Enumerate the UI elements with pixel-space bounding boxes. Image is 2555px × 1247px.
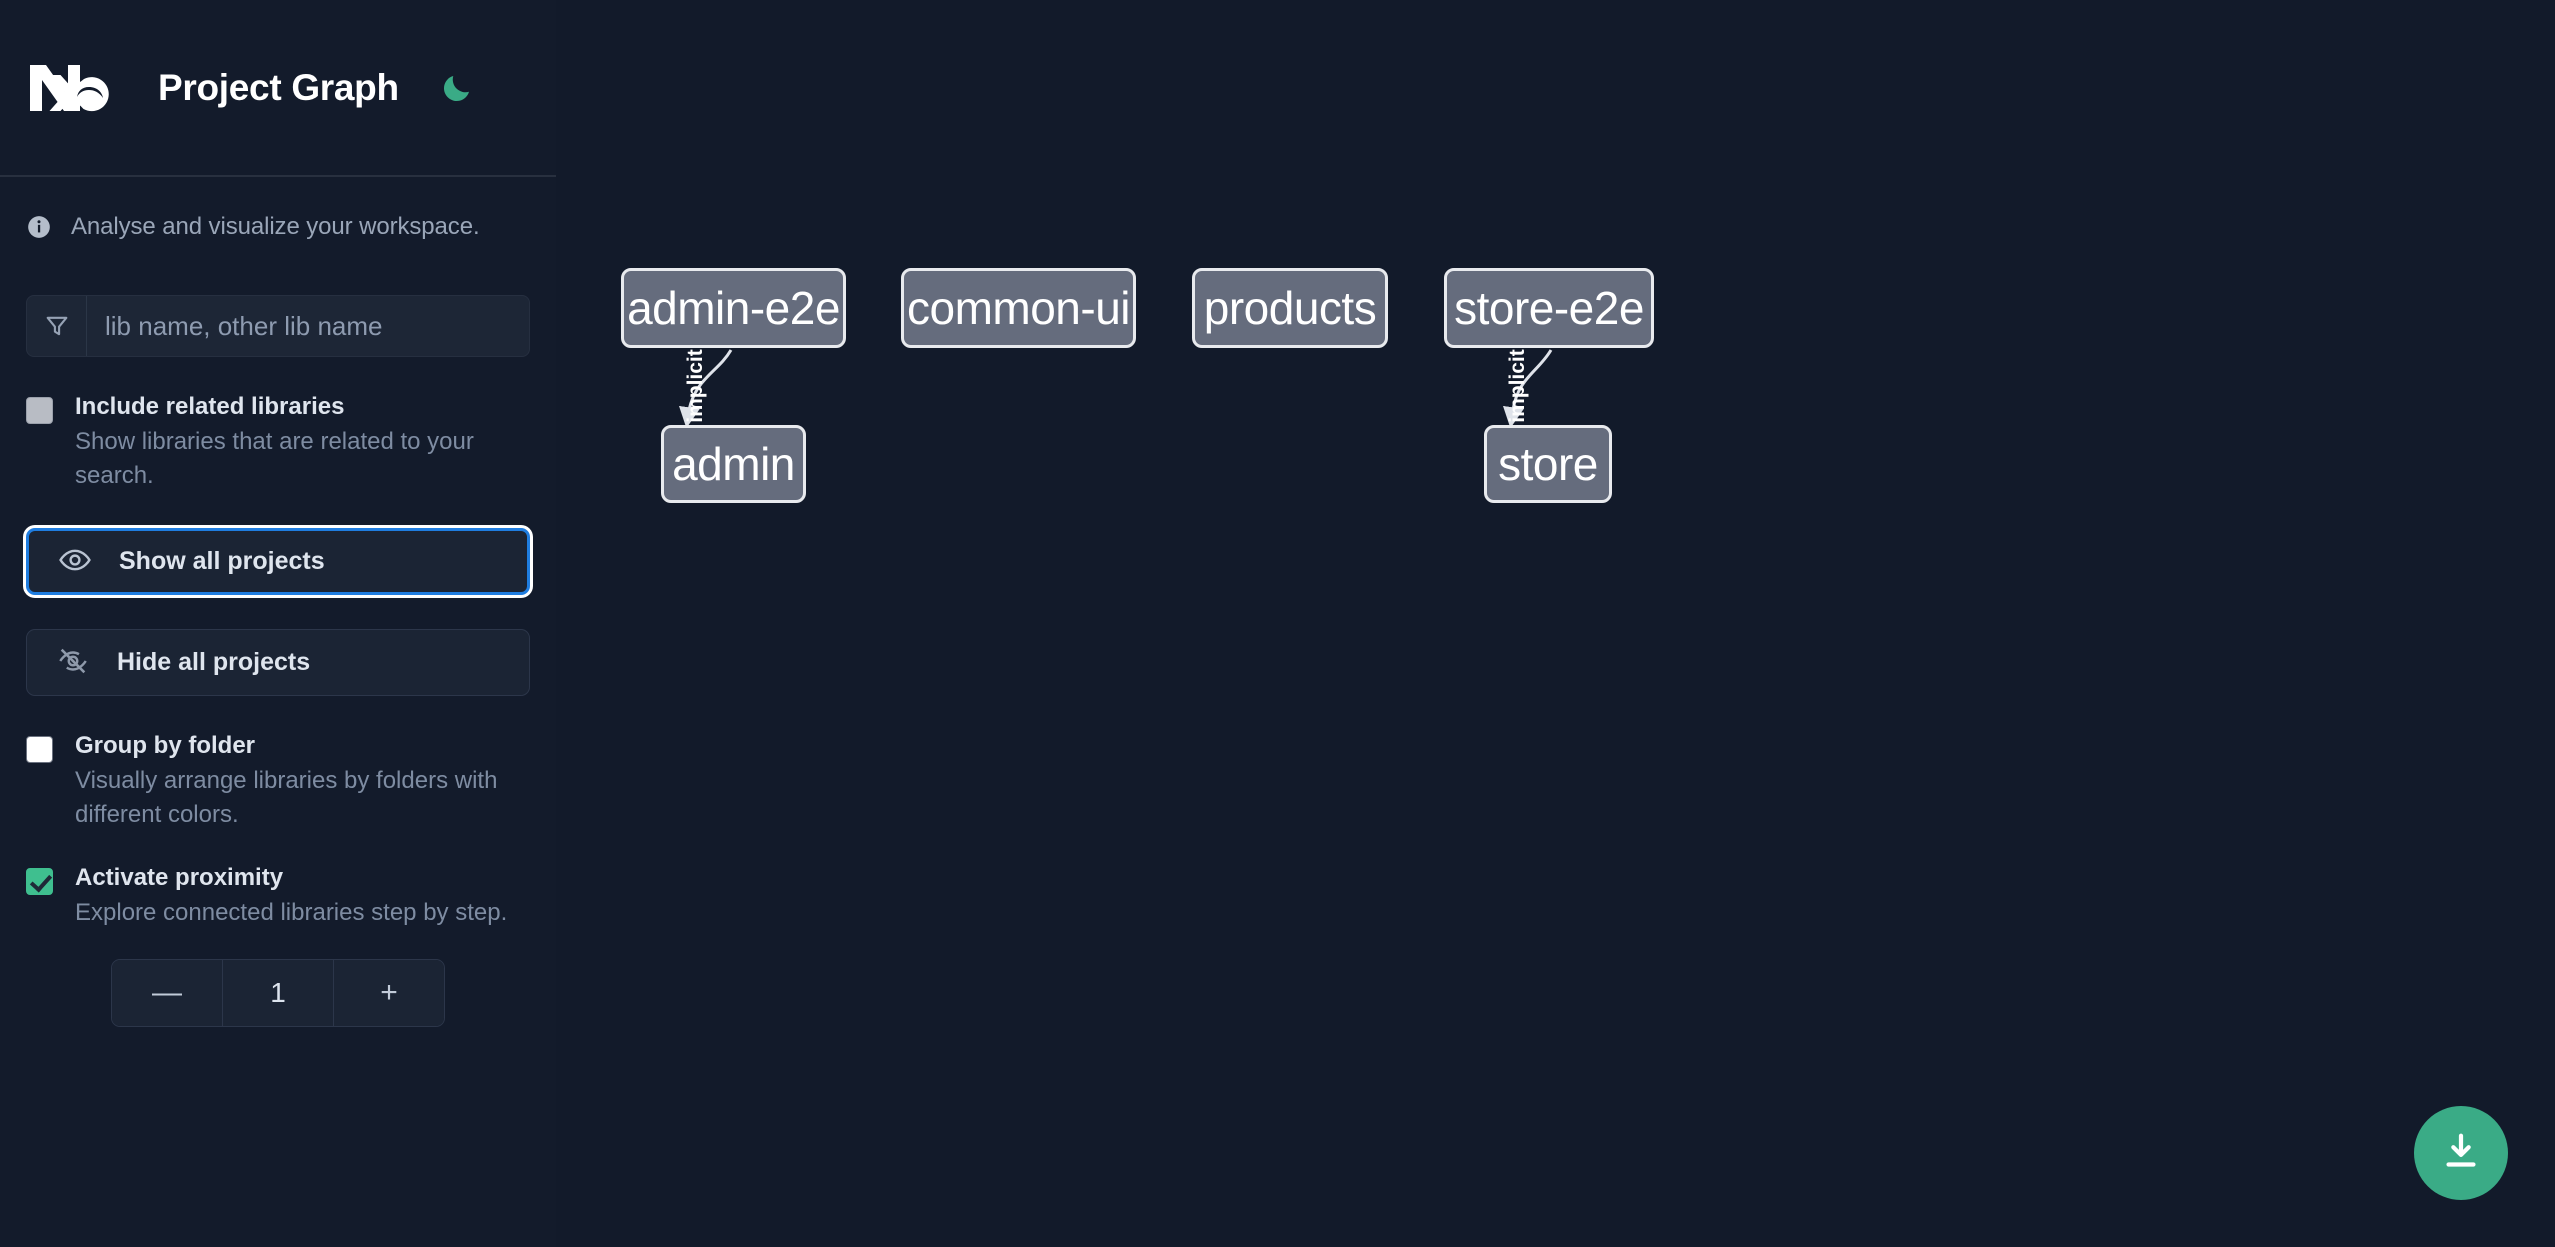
stepper-value: 1 [223, 959, 333, 1026]
info-icon [26, 214, 52, 240]
nx-logo-icon [26, 57, 122, 119]
page-title: Project Graph [158, 66, 399, 108]
stepper-increment-button[interactable]: + [333, 959, 444, 1026]
option-group-by-folder[interactable]: Group by folder Visually arrange librari… [26, 730, 530, 833]
hide-all-projects-label: Hide all projects [117, 647, 311, 676]
proximity-stepper[interactable]: — 1 + [111, 958, 445, 1027]
graph-node-store-e2e[interactable]: store-e2e [1444, 268, 1654, 348]
graph-node-products[interactable]: products [1192, 268, 1388, 348]
moon-icon[interactable] [435, 66, 479, 110]
edge-label-implicit-store: implicit [1506, 349, 1529, 423]
option-description: Explore connected libraries step by step… [75, 899, 508, 927]
edge-label-implicit-admin: implicit [684, 349, 707, 423]
show-all-projects-button[interactable]: Show all projects [26, 527, 530, 595]
option-description: Show libraries that are related to your … [75, 428, 474, 490]
eye-off-icon [55, 644, 91, 680]
download-graph-button[interactable] [2414, 1106, 2508, 1200]
graph-canvas[interactable]: implicit implicit admin-e2e common-ui pr… [556, 0, 2555, 1247]
sidebar-header: Project Graph [0, 0, 556, 177]
graph-node-common-ui[interactable]: common-ui [901, 268, 1136, 348]
funnel-icon [27, 296, 87, 356]
option-description: Visually arrange libraries by folders wi… [75, 766, 498, 829]
checkbox-activate-proximity[interactable] [26, 868, 53, 896]
stepper-decrement-button[interactable]: — [112, 959, 223, 1026]
graph-node-admin-e2e[interactable]: admin-e2e [621, 268, 846, 348]
workspace-info-text: Analyse and visualize your workspace. [71, 213, 480, 240]
checkbox-group-by-folder[interactable] [26, 735, 53, 763]
sidebar-body: Analyse and visualize your workspace. In… [0, 213, 556, 1027]
option-label: Group by folder [75, 731, 255, 759]
option-label: Activate proximity [75, 864, 284, 892]
download-icon [2438, 1129, 2484, 1178]
graph-node-store[interactable]: store [1484, 425, 1612, 503]
hide-all-projects-button[interactable]: Hide all projects [26, 628, 530, 696]
eye-icon [57, 543, 93, 579]
checkbox-include-related-libraries[interactable] [26, 397, 53, 424]
option-include-related-libraries[interactable]: Include related libraries Show libraries… [26, 391, 530, 494]
graph-edges [678, 349, 1553, 429]
option-label: Include related libraries [75, 393, 345, 420]
graph-node-admin[interactable]: admin [661, 425, 806, 503]
search-input[interactable] [87, 296, 529, 356]
option-activate-proximity[interactable]: Activate proximity Explore connected lib… [26, 862, 530, 930]
show-all-projects-label: Show all projects [119, 546, 325, 575]
workspace-info: Analyse and visualize your workspace. [26, 213, 530, 241]
filter-search-box[interactable] [26, 295, 530, 357]
sidebar: Project Graph Analyse and visualize your… [0, 0, 556, 1247]
